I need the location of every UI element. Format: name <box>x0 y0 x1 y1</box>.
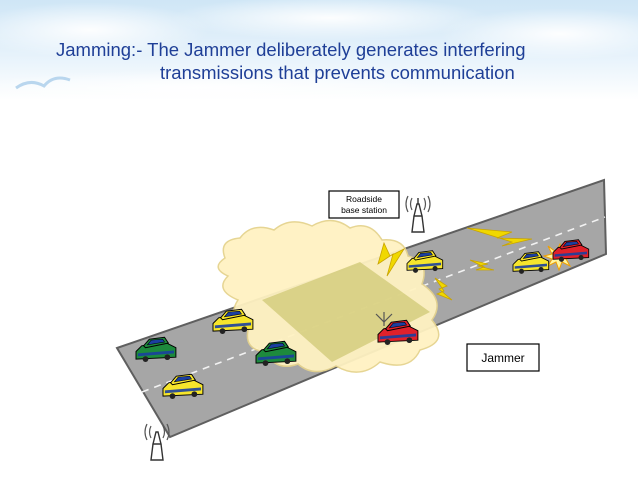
lightning-icon <box>469 259 495 271</box>
slide-title-line-1: Jamming:- The Jammer deliberately genera… <box>56 39 526 60</box>
lightning-icon <box>466 227 533 247</box>
base-station-label-box <box>328 190 400 219</box>
title-background <box>0 0 638 100</box>
base-station-label-line-2: base station <box>341 205 387 215</box>
lightning-icon <box>434 277 453 301</box>
slide-title-line-2: transmissions that prevents communicatio… <box>160 62 515 83</box>
tower-icon <box>405 195 431 233</box>
tower-icon <box>144 423 170 461</box>
jammer-label-box <box>466 343 540 372</box>
interference-zone <box>262 262 430 362</box>
jammer-vehicle <box>375 312 419 346</box>
base-station-label-line-1: Roadside <box>346 194 382 204</box>
jammer-label: Jammer <box>481 351 524 365</box>
lightning-icon <box>377 241 406 277</box>
